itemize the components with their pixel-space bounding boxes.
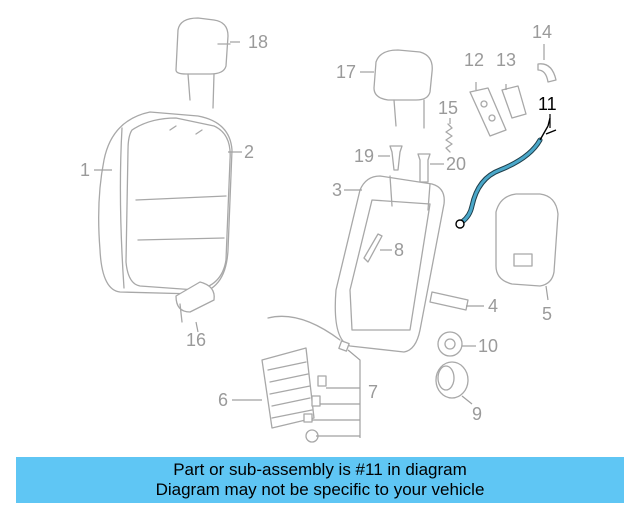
part-5-back-panel xyxy=(495,193,559,287)
callout-11: 11 xyxy=(538,94,557,114)
part-7-clips xyxy=(303,340,350,443)
callout-2: 2 xyxy=(244,142,254,162)
banner-line-part-info: Part or sub-assembly is #11 in diagram xyxy=(173,460,467,479)
callout-18: 18 xyxy=(248,32,268,52)
info-banner: Part or sub-assembly is #11 in diagram D… xyxy=(16,457,624,503)
callout-10: 10 xyxy=(478,336,498,356)
part-3-seat-frame xyxy=(334,175,445,353)
part-2-seat-back-cover xyxy=(125,117,231,291)
callout-labels: 18 1 2 17 12 13 14 15 11 19 20 3 8 4 5 1… xyxy=(80,22,557,424)
part-14-knob xyxy=(537,63,557,83)
callout-4: 4 xyxy=(488,296,498,316)
part-19-guide xyxy=(389,145,403,171)
callout-16: 16 xyxy=(186,330,206,350)
part-11-cable xyxy=(455,117,557,229)
part-20-guide xyxy=(417,153,431,183)
part-6-lumbar-panel xyxy=(261,315,341,429)
callout-7: 7 xyxy=(368,382,378,402)
callout-19: 19 xyxy=(354,146,374,166)
part-18-headrest xyxy=(175,17,231,109)
part-12-switch xyxy=(469,87,507,137)
callout-14: 14 xyxy=(532,22,552,42)
part-8-strap xyxy=(363,233,383,263)
callout-1: 1 xyxy=(80,160,90,180)
callout-8: 8 xyxy=(394,240,404,260)
callout-5: 5 xyxy=(542,304,552,324)
callout-3: 3 xyxy=(332,180,342,200)
banner-line-disclaimer: Diagram may not be specific to your vehi… xyxy=(155,480,485,499)
part-17-headrest xyxy=(373,49,433,129)
leader-lines xyxy=(94,41,551,438)
callout-6: 6 xyxy=(218,390,228,410)
callout-17: 17 xyxy=(336,62,356,82)
parts-diagram: 18 1 2 17 12 13 14 15 11 19 20 3 8 4 5 1… xyxy=(80,17,559,443)
callout-9: 9 xyxy=(472,404,482,424)
callout-20: 20 xyxy=(446,154,466,174)
part-15-spring xyxy=(445,123,453,153)
part-16-bracket xyxy=(175,281,215,323)
part-13-switch xyxy=(501,85,527,119)
callout-15: 15 xyxy=(438,98,458,118)
part-10-knob xyxy=(437,331,463,357)
part-4-bar xyxy=(429,291,469,311)
callout-13: 13 xyxy=(496,50,516,70)
callout-12: 12 xyxy=(464,50,484,70)
part-9-handwheel xyxy=(435,361,469,399)
